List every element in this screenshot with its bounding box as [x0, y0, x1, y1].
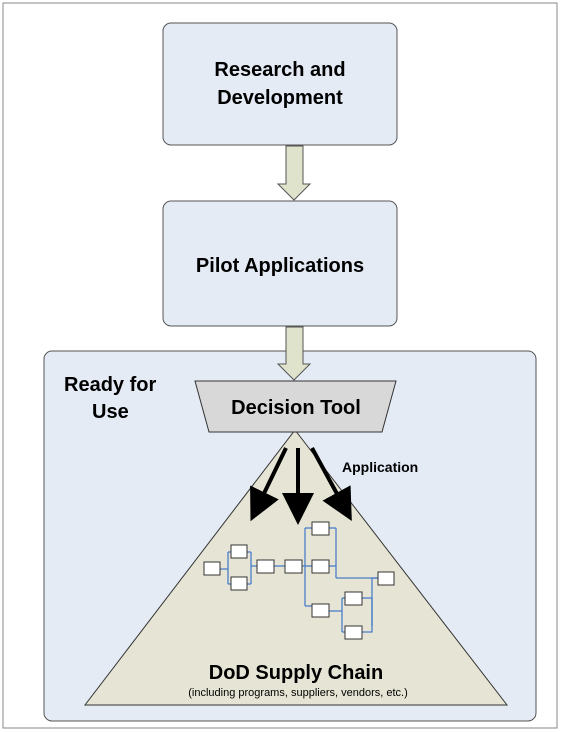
network-node — [203, 561, 221, 576]
research-label-line1: Research and — [214, 59, 345, 81]
supply-chain-subtitle: (including programs, suppliers, vendors,… — [188, 687, 407, 699]
network-node — [344, 591, 363, 606]
network-node — [284, 559, 303, 574]
supply-network-links — [220, 527, 378, 633]
application-arrow-left — [250, 447, 288, 522]
application-arrow-right — [310, 447, 352, 522]
pilot-label: Pilot Applications — [196, 255, 364, 277]
down-arrow-2 — [276, 326, 312, 381]
network-node — [230, 576, 248, 591]
decision-tool-label: Decision Tool — [231, 397, 361, 419]
decision-tool-shape — [194, 380, 397, 433]
network-node — [311, 559, 330, 574]
network-node — [344, 625, 363, 640]
research-box — [162, 22, 398, 146]
network-node — [311, 603, 330, 618]
application-label: Application — [342, 459, 418, 475]
network-node — [230, 544, 248, 559]
ready-label-line1: Ready for — [64, 374, 156, 396]
network-node — [256, 559, 275, 574]
network-node — [377, 571, 395, 586]
down-arrow-1 — [276, 145, 312, 201]
supply-chain-title: DoD Supply Chain — [209, 662, 383, 684]
supply-network-nodes — [203, 521, 395, 640]
network-node — [311, 521, 330, 536]
pilot-box — [162, 200, 398, 327]
research-label-line2: Development — [217, 87, 343, 109]
ready-label-line2: Use — [92, 401, 129, 423]
